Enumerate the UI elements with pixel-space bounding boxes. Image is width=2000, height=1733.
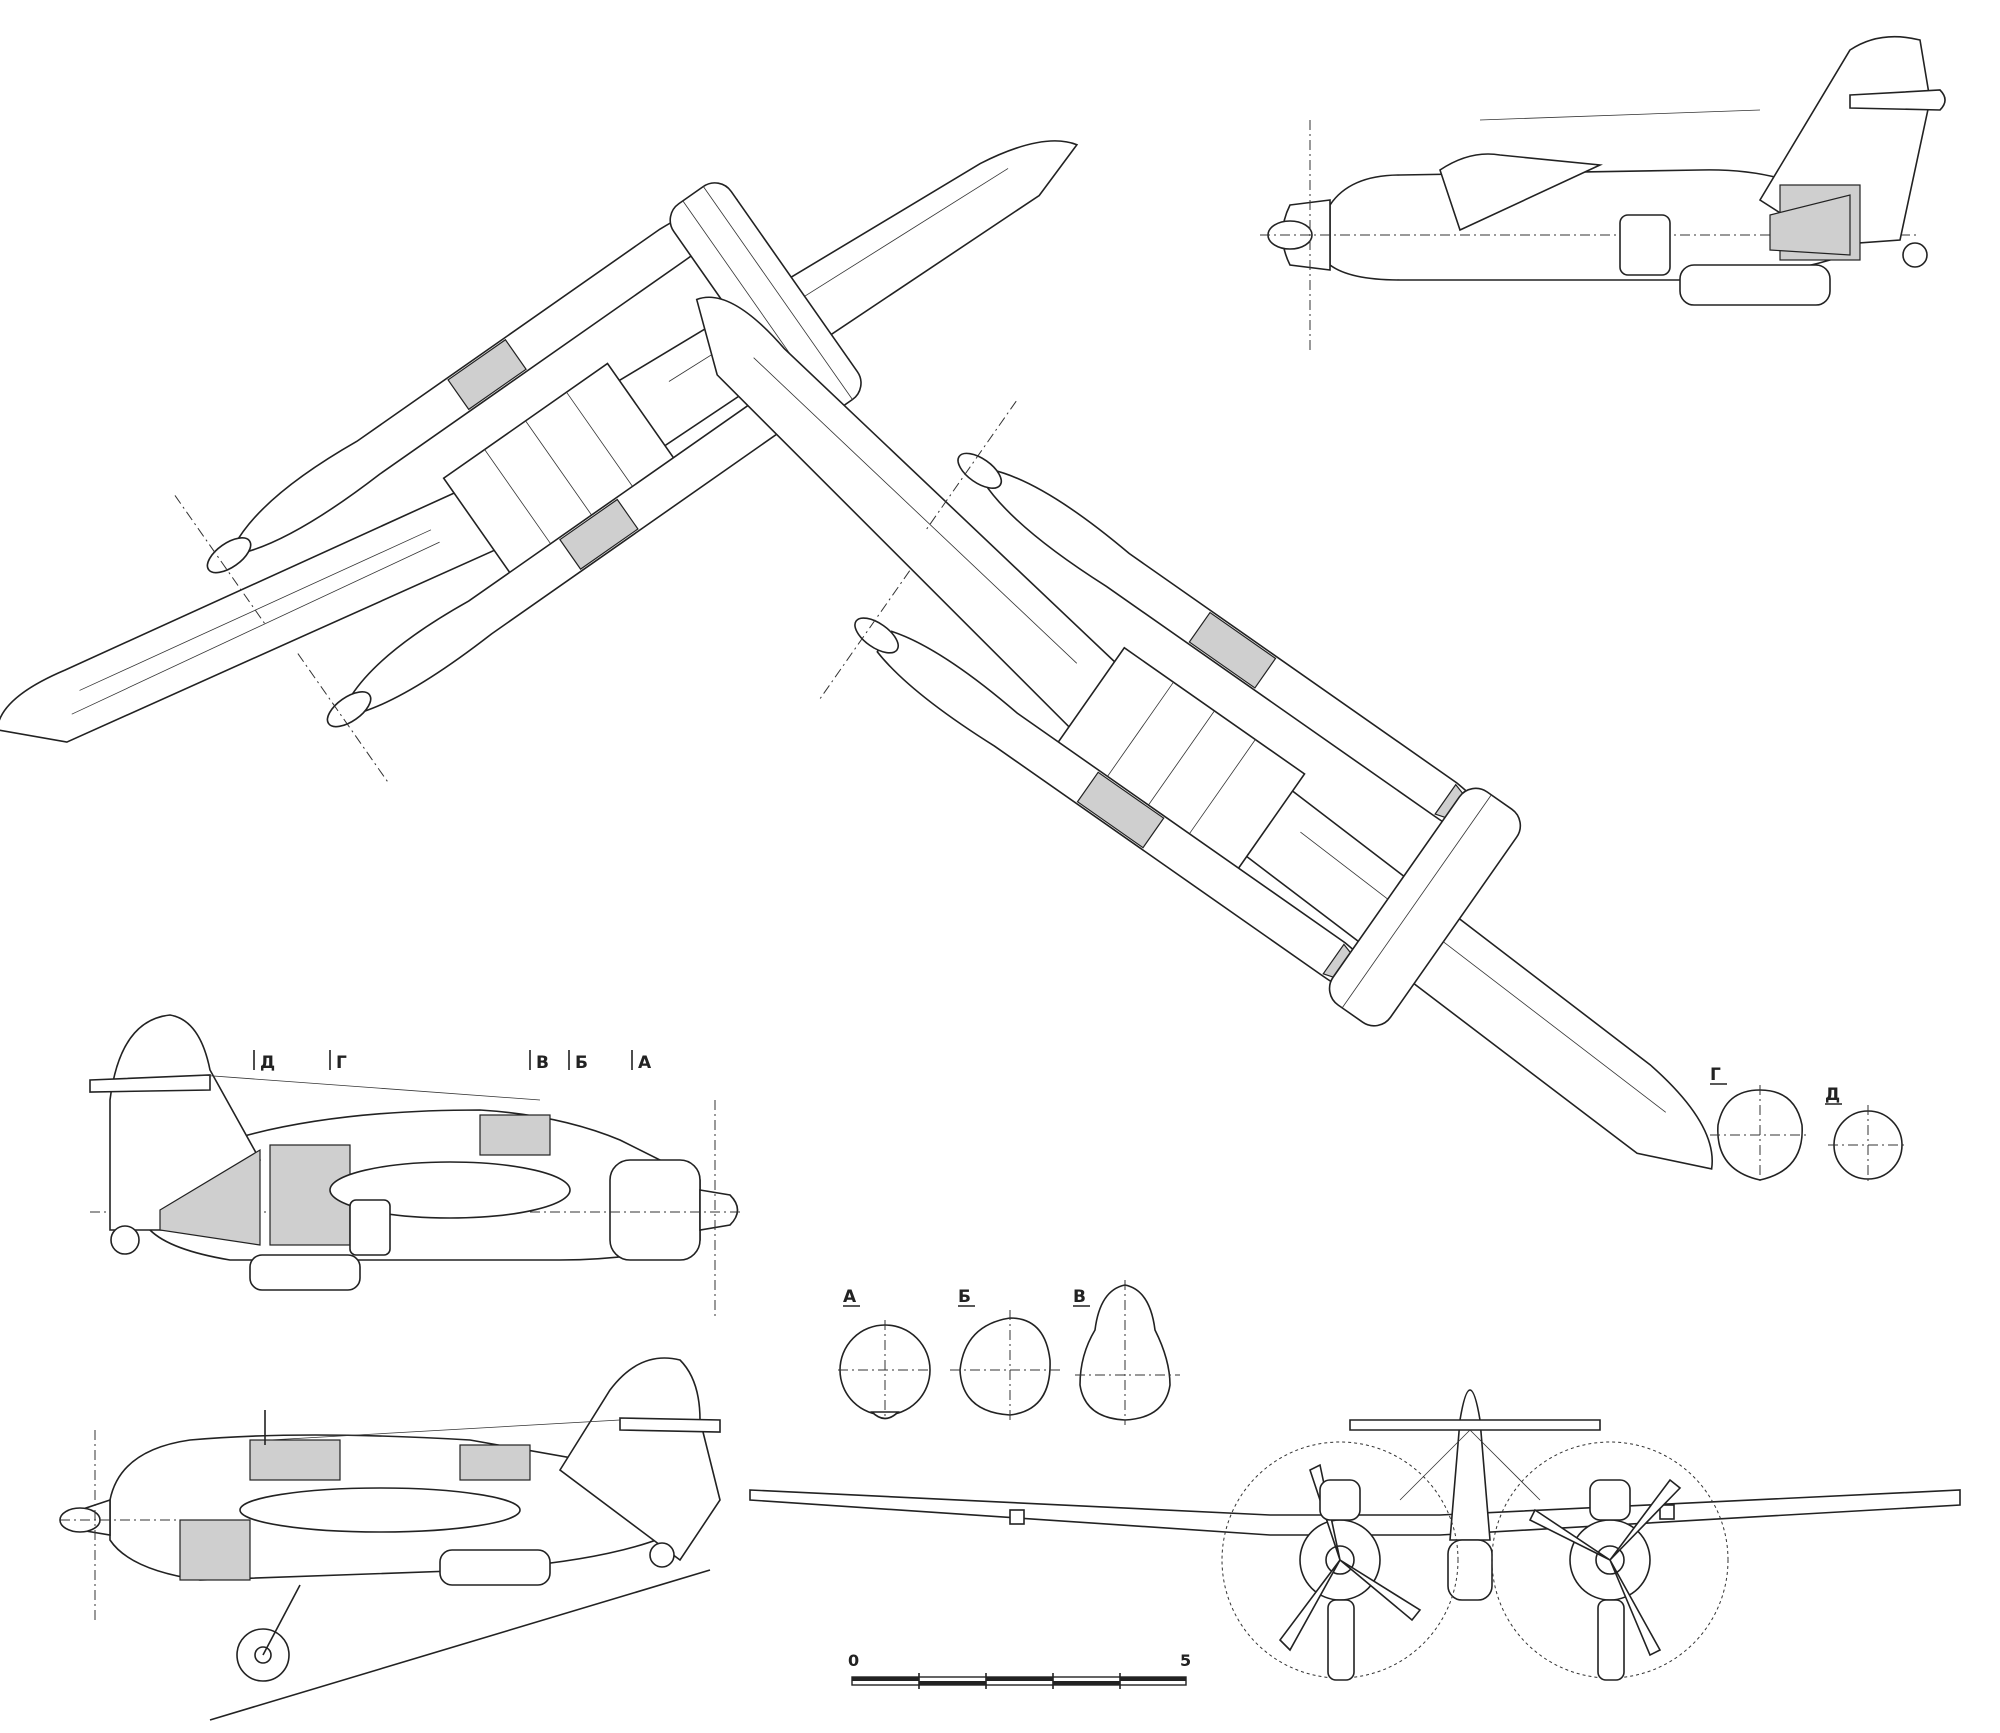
section-marker-g: Г (329, 1050, 347, 1073)
svg-text:Д: Д (1825, 1085, 1840, 1105)
svg-text:Б: Б (958, 1287, 971, 1307)
section-g: Г (1710, 1065, 1810, 1185)
svg-text:5: 5 (1180, 1651, 1191, 1670)
svg-text:А: А (638, 1053, 652, 1073)
section-marker-a: А (631, 1050, 652, 1073)
front-view (749, 1389, 1961, 1681)
section-marker-d: Д (253, 1050, 275, 1073)
svg-text:А: А (843, 1287, 857, 1307)
bottom-view-center (695, 296, 1713, 1170)
side-view-top-right (1260, 35, 1946, 350)
svg-text:Б: Б (575, 1053, 588, 1073)
section-d: Д (1825, 1085, 1908, 1185)
section-v: В (1073, 1280, 1180, 1425)
side-view-middle-left: Д Г В Б А (89, 1014, 740, 1320)
svg-text:Г: Г (336, 1053, 347, 1073)
svg-text:Д: Д (260, 1053, 275, 1073)
svg-text:Г: Г (1710, 1065, 1721, 1085)
scale-bar: 0 5 (848, 1651, 1191, 1689)
section-marker-v: В (529, 1050, 549, 1073)
side-view-ground (59, 1357, 721, 1721)
svg-text:В: В (536, 1053, 549, 1073)
svg-text:0: 0 (848, 1651, 859, 1670)
section-marker-b: Б (568, 1050, 588, 1073)
svg-text:В: В (1073, 1287, 1086, 1307)
top-view-upper (0, 140, 1079, 785)
section-b: Б (950, 1287, 1060, 1420)
section-a: А (838, 1287, 932, 1420)
